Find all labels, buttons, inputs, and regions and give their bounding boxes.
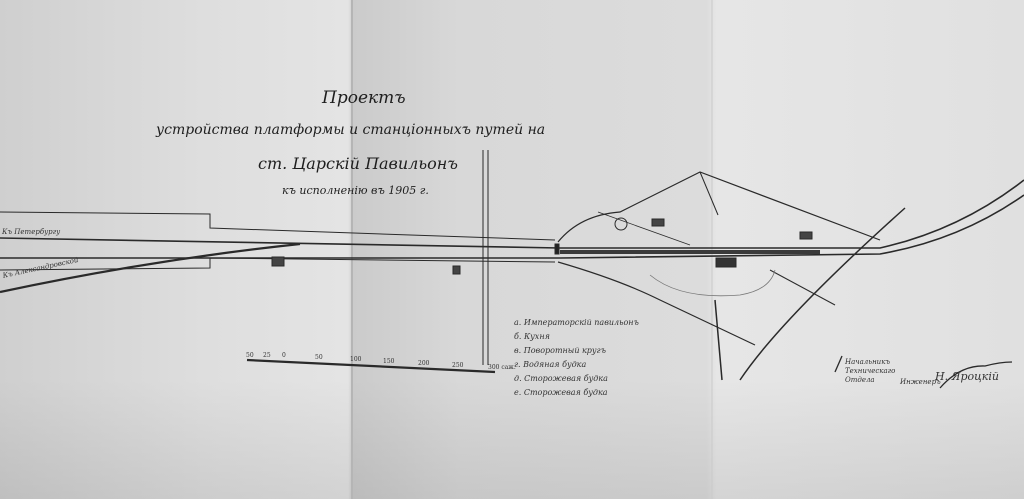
signature-mark — [834, 355, 843, 373]
signature-name: Н. Яроцкiй — [935, 370, 999, 383]
legend-item: е. Сторожевая будка — [514, 388, 608, 397]
scale-tick: 50 — [246, 352, 254, 359]
main-track — [0, 179, 1024, 249]
signature-flourish — [939, 361, 1013, 389]
building — [651, 218, 665, 227]
garden-path — [649, 269, 776, 297]
station-boundary — [557, 261, 756, 346]
scale-tick: 200 — [418, 360, 430, 367]
legend-item: д. Сторожевая будка — [514, 374, 608, 383]
scale-tick: 150 — [383, 358, 395, 365]
road — [714, 299, 723, 381]
imperial-pavilion — [715, 257, 737, 268]
scale-bar — [246, 358, 496, 374]
signature-office: Начальникъ Техническаго Отдела — [845, 358, 896, 384]
path-line — [769, 269, 836, 306]
scale-tick: 50 — [315, 354, 323, 361]
building — [799, 231, 813, 240]
scale-tick: 300 саж. — [488, 364, 516, 371]
title-project: Проектъ — [322, 88, 406, 108]
path-line — [597, 211, 691, 246]
road — [739, 207, 906, 381]
legend-item: г. Водяная будка — [514, 360, 587, 369]
legend-item: а. Императорскiй павильонъ — [514, 318, 639, 327]
title-year: къ исполненiю въ 1905 г. — [282, 184, 429, 197]
scale-tick: 250 — [452, 362, 464, 369]
track-label-petersburg: Къ Петербургу — [2, 228, 61, 236]
main-track — [0, 194, 1024, 259]
scale-tick: 100 — [350, 356, 362, 363]
buffer-stop — [554, 243, 560, 255]
signature-role: Инженеръ — [900, 378, 941, 386]
path-line — [699, 171, 719, 216]
title-station: ст. Царскiй Павильонъ — [258, 154, 458, 173]
legend-item: б. Кухня — [514, 332, 550, 341]
scale-tick: 25 — [263, 352, 271, 359]
scale-tick: 0 — [282, 352, 286, 359]
boundary-line — [0, 257, 556, 271]
boundary-line — [0, 211, 556, 241]
branch-track — [0, 242, 301, 294]
building — [271, 256, 285, 267]
legend-item: в. Поворотный кругъ — [514, 346, 606, 355]
legend: а. Императорскiй павильонъ б. Кухня в. П… — [514, 316, 639, 400]
station-boundary — [557, 171, 881, 243]
building — [452, 265, 461, 275]
photo-shadow — [0, 379, 1024, 499]
title-subject: устройства платформы и станцiонныхъ путе… — [156, 122, 546, 138]
turntable — [614, 217, 628, 231]
